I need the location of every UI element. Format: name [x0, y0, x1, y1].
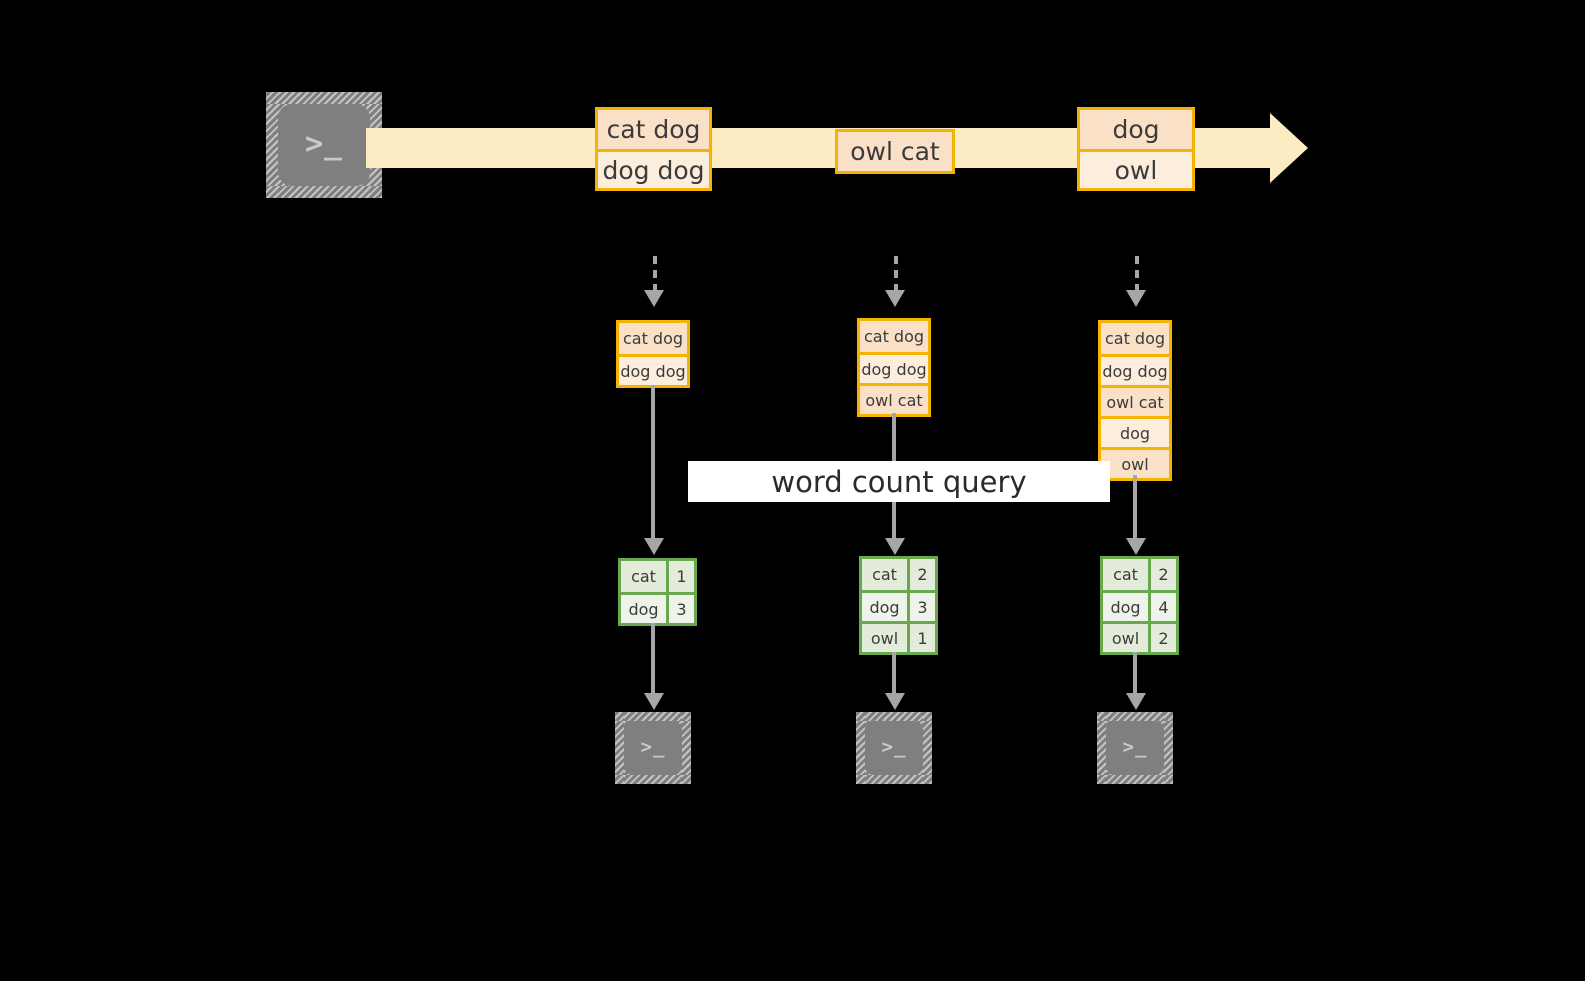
stream-batch-2: owl cat: [835, 129, 955, 174]
table-row: cat 2: [1103, 559, 1176, 590]
result-key: dog: [1103, 593, 1148, 621]
result-value: 3: [907, 593, 935, 621]
result-key: dog: [621, 595, 666, 623]
snapshot-1-tap-line: [653, 256, 657, 292]
input-row: dog dog: [1101, 354, 1169, 385]
snapshot-1-tap-arrowhead-icon: [644, 290, 664, 307]
snapshot-3-sink-line: [1133, 652, 1137, 696]
input-row: owl: [1101, 447, 1169, 478]
table-row: dog 4: [1103, 590, 1176, 621]
input-row: owl cat: [1101, 385, 1169, 416]
stream-line: owl: [1080, 149, 1192, 188]
snapshot-3-tap-line: [1135, 256, 1139, 292]
terminal-body: [278, 104, 370, 186]
stream-line: owl cat: [838, 132, 952, 171]
stream-batch-1: cat dog dog dog: [595, 107, 712, 191]
result-value: 2: [907, 559, 935, 590]
input-row: cat dog: [619, 323, 687, 354]
input-row: dog dog: [860, 352, 928, 383]
table-row: owl 1: [862, 621, 935, 652]
snapshot-2-sink-arrowhead-icon: [885, 693, 905, 710]
table-row: owl 2: [1103, 621, 1176, 652]
snapshot-1-query-arrowhead-icon: [644, 538, 664, 555]
terminal-body: [1106, 721, 1164, 775]
result-key: dog: [862, 593, 907, 621]
snapshot-2-sink-terminal-icon: >_: [856, 712, 932, 784]
result-key: owl: [1103, 624, 1148, 652]
source-terminal-icon: >_: [266, 92, 382, 198]
stream-arrow-head-icon: [1270, 113, 1308, 183]
snapshot-3-result-table: cat 2 dog 4 owl 2: [1100, 556, 1179, 655]
input-row: dog: [1101, 416, 1169, 447]
table-row: dog 3: [621, 592, 694, 623]
table-row: cat 1: [621, 561, 694, 592]
terminal-prompt-glyph: >_: [881, 736, 907, 759]
word-count-query-label: word count query: [771, 464, 1027, 499]
snapshot-3-sink-terminal-icon: >_: [1097, 712, 1173, 784]
input-row: owl cat: [860, 383, 928, 414]
terminal-prompt-glyph: >_: [304, 126, 344, 162]
input-row: dog dog: [619, 354, 687, 385]
snapshot-3-tap-arrowhead-icon: [1126, 290, 1146, 307]
snapshot-2-tap-arrowhead-icon: [885, 290, 905, 307]
snapshot-1-sink-line: [651, 623, 655, 696]
stream-line: dog: [1080, 110, 1192, 149]
result-value: 1: [666, 561, 694, 592]
input-row: cat dog: [1101, 323, 1169, 354]
snapshot-2-sink-line: [892, 652, 896, 696]
result-key: cat: [1103, 559, 1148, 590]
result-key: owl: [862, 624, 907, 652]
result-value: 2: [1148, 624, 1176, 652]
snapshot-3-query-line: [1133, 475, 1137, 541]
result-key: cat: [862, 559, 907, 590]
snapshot-1-result-table: cat 1 dog 3: [618, 558, 697, 626]
snapshot-3-query-arrowhead-icon: [1126, 538, 1146, 555]
snapshot-3-input-table: cat dog dog dog owl cat dog owl: [1098, 320, 1172, 481]
word-count-query-banner: word count query: [688, 461, 1110, 502]
snapshot-2-input-table: cat dog dog dog owl cat: [857, 318, 931, 417]
snapshot-1-query-line: [651, 385, 655, 541]
stream-batch-3: dog owl: [1077, 107, 1195, 191]
terminal-body: [624, 721, 682, 775]
result-value: 4: [1148, 593, 1176, 621]
snapshot-2-result-table: cat 2 dog 3 owl 1: [859, 556, 938, 655]
terminal-body: [865, 721, 923, 775]
terminal-prompt-glyph: >_: [640, 736, 666, 759]
table-row: dog 3: [862, 590, 935, 621]
snapshot-1-sink-arrowhead-icon: [644, 693, 664, 710]
terminal-prompt-glyph: >_: [1122, 736, 1148, 759]
stream-line: dog dog: [598, 149, 709, 188]
snapshot-1-input-table: cat dog dog dog: [616, 320, 690, 388]
input-row: cat dog: [860, 321, 928, 352]
table-row: cat 2: [862, 559, 935, 590]
stream-line: cat dog: [598, 110, 709, 149]
snapshot-2-query-arrowhead-icon: [885, 538, 905, 555]
snapshot-3-sink-arrowhead-icon: [1126, 693, 1146, 710]
result-key: cat: [621, 561, 666, 592]
result-value: 1: [907, 624, 935, 652]
result-value: 3: [666, 595, 694, 623]
result-value: 2: [1148, 559, 1176, 590]
snapshot-2-tap-line: [894, 256, 898, 292]
snapshot-1-sink-terminal-icon: >_: [615, 712, 691, 784]
